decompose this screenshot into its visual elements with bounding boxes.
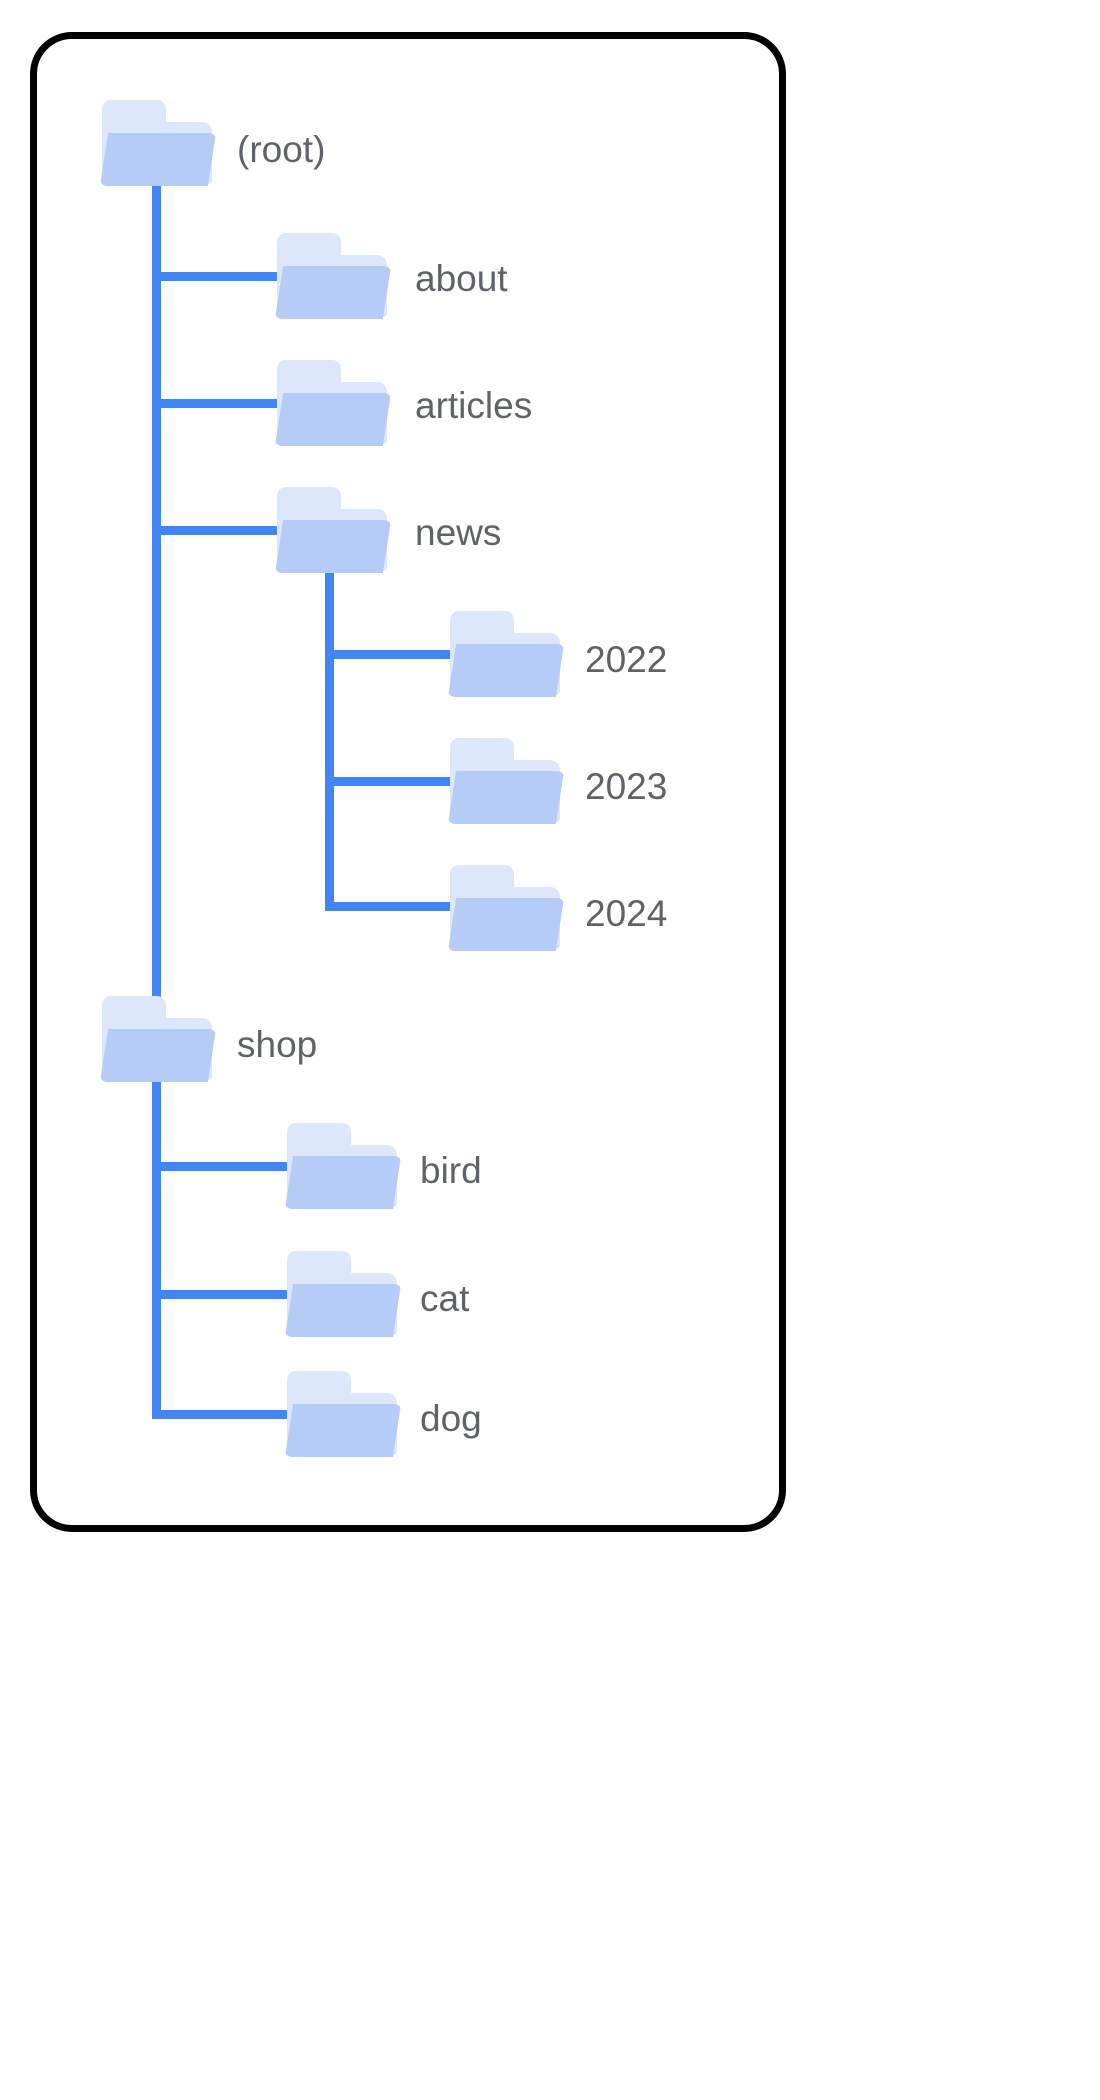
folder-front-cap-icon	[108, 133, 209, 151]
node-label-news: news	[415, 512, 502, 553]
node-label-2023: 2023	[585, 766, 668, 807]
folder-icon-root[interactable]	[100, 100, 216, 186]
folder-icon-articles[interactable]	[275, 360, 391, 446]
folder-icon-2022[interactable]	[448, 611, 564, 697]
connector-branch-2023	[325, 777, 453, 786]
folder-front-cap-icon	[283, 393, 384, 411]
folder-front-cap-icon	[108, 1029, 209, 1047]
folder-icon-2024[interactable]	[448, 865, 564, 951]
node-label-cat: cat	[420, 1278, 470, 1319]
folder-front-cap-icon	[283, 520, 384, 538]
folder-icon-cat[interactable]	[285, 1251, 401, 1337]
folder-icon-about[interactable]	[275, 233, 391, 319]
node-label-2024: 2024	[585, 893, 668, 934]
connector-branch-dog	[152, 1410, 292, 1419]
connector-branch-articles	[152, 399, 280, 408]
folder-icon-news[interactable]	[275, 487, 391, 573]
connector-branch-cat	[152, 1290, 292, 1299]
connector-branch-bird	[152, 1162, 292, 1171]
connector-trunk-shop	[152, 1074, 161, 1418]
connector-branch-news	[152, 526, 280, 535]
folder-icon-bird[interactable]	[285, 1123, 401, 1209]
connector-branch-2022	[325, 650, 453, 659]
folder-icon-2023[interactable]	[448, 738, 564, 824]
node-label-shop: shop	[237, 1024, 318, 1065]
connector-branch-about	[152, 272, 280, 281]
folder-front-cap-icon	[456, 771, 557, 789]
node-label-root: (root)	[237, 129, 326, 170]
folder-front-cap-icon	[293, 1404, 394, 1422]
folder-front-cap-icon	[293, 1284, 394, 1302]
node-label-articles: articles	[415, 385, 533, 426]
folder-icon-shop[interactable]	[100, 996, 216, 1082]
node-label-bird: bird	[420, 1150, 482, 1191]
folder-front-cap-icon	[283, 266, 384, 284]
folder-icon-dog[interactable]	[285, 1371, 401, 1457]
node-label-dog: dog	[420, 1398, 482, 1439]
connector-trunk-root	[152, 183, 161, 1415]
folder-front-cap-icon	[456, 898, 557, 916]
connector-branch-2024	[325, 902, 453, 911]
folder-front-cap-icon	[293, 1156, 394, 1174]
folder-front-cap-icon	[456, 644, 557, 662]
connector-trunk-news	[325, 562, 334, 911]
node-label-about: about	[415, 258, 508, 299]
node-label-2022: 2022	[585, 639, 668, 680]
